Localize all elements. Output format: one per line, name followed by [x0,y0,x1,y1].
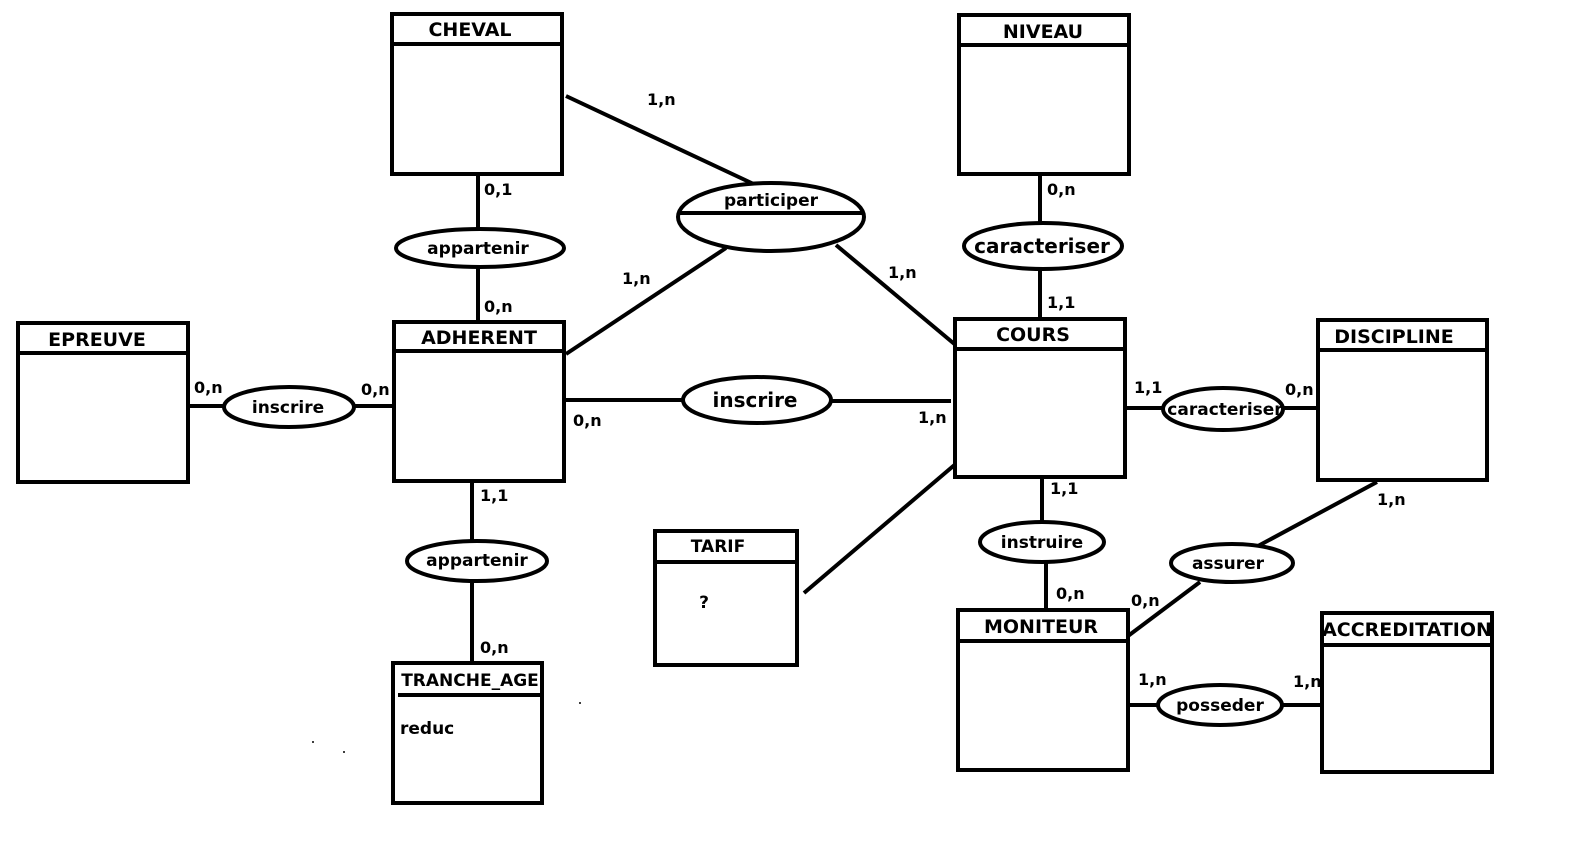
entity-box [16,321,190,484]
relation-inscrire-cours: inscrire [681,375,833,425]
cardinality-cours-participer: 1,n [888,263,917,282]
entity-title: TRANCHE_AGE [401,671,539,691]
relation-label: assurer [1192,554,1265,574]
cardinality-adherent-appartenir-tranche: 1,1 [480,486,508,505]
relation-participer: participer [676,181,866,253]
cardinality-moniteur-posseder: 1,n [1138,670,1167,689]
entity-title: ADHERENT [421,327,537,349]
cardinality-cheval-appartenir: 0,1 [484,180,512,199]
relation-ellipse [1161,386,1285,432]
entity-box [391,661,544,805]
entity-cheval: CHEVAL [390,12,564,176]
relation-label: appartenir [427,239,529,259]
relation-label: participer [724,191,819,211]
entity-adherent: ADHERENT [392,320,566,483]
relation-appartenir-cheval: appartenir [394,227,566,269]
entity-title: EPREUVE [48,329,146,351]
link-cheval-participer [565,94,761,189]
link-discipline-assurer [1257,480,1378,548]
cardinality-moniteur-instruire: 0,n [1056,584,1085,603]
link-cours-participer [834,243,960,349]
cardinality-discipline-caracteriser: 0,n [1285,380,1314,399]
link-moniteur-assurer [1126,580,1202,638]
entity-title: MONITEUR [984,616,1098,638]
link-adherent-participer [564,246,728,356]
entity-box [956,608,1130,772]
relation-ellipse [978,520,1106,564]
relation-label: caracteriser [974,234,1110,258]
entity-accreditation: ACCREDITATION [1320,611,1494,774]
relation-ellipse [962,221,1124,271]
relation-caracteriser-discipline: caracteriser [1161,386,1285,432]
link-tarif-cours [802,460,960,595]
cardinality-cours-caracteriser-discipline: 1,1 [1134,378,1162,397]
entity-title: CHEVAL [428,19,511,41]
relation-posseder: posseder [1156,683,1284,727]
entity-title: ACCREDITATION [1322,619,1492,641]
entity-box [392,320,566,483]
relation-label: inscrire [713,388,798,412]
cardinality-adherent-inscrire-cours: 0,n [573,411,602,430]
cardinality-cours-inscrire: 1,n [918,408,947,427]
cardinality-epreuve-inscrire: 0,n [194,378,223,397]
cardinality-cours-caracteriser-niveau: 1,1 [1047,293,1075,312]
entity-discipline: DISCIPLINE [1316,318,1489,482]
entity-cours: COURS [953,317,1127,479]
cardinality-cours-instruire: 1,1 [1050,479,1078,498]
relation-assurer: assurer [1169,542,1295,584]
cardinality-niveau-caracteriser: 0,n [1047,180,1076,199]
relation-instruire: instruire [978,520,1106,564]
entity-tarif: TARIF ? [653,529,799,667]
relation-ellipse [676,181,866,253]
entity-box [1316,318,1489,482]
relation-ellipse [1156,683,1284,727]
stray-dot [312,741,314,743]
cardinality-adherent-appartenir: 0,n [484,297,513,316]
entity-tranche-age: TRANCHE_AGE reduc [391,661,544,805]
relation-inscrire-epreuve: inscrire [222,385,356,429]
entity-box [390,12,564,176]
cardinality-adherent-participer: 1,n [622,269,651,288]
stray-dot [343,751,345,753]
relation-appartenir-tranche: appartenir [405,539,549,583]
entity-attribute: reduc [400,719,454,739]
entity-box [953,317,1127,479]
entity-box [653,529,799,667]
entity-title: DISCIPLINE [1334,326,1454,348]
entity-box [957,13,1131,176]
entity-attribute: ? [699,593,709,613]
relation-label: appartenir [426,551,528,571]
cardinality-discipline-assurer: 1,n [1377,490,1406,509]
relation-ellipse [394,227,566,269]
cardinality-labels: 1,n 1,n 1,n 0,1 0,n 0,n 1,1 0,n 0,n 0,n … [194,90,1406,691]
stray-dot [579,702,581,704]
relation-caracteriser-niveau: caracteriser [962,221,1124,271]
relation-ellipse [1169,542,1295,584]
entity-title: COURS [996,324,1070,346]
entity-title: NIVEAU [1003,21,1083,43]
cardinality-cheval-participer: 1,n [647,90,676,109]
cardinality-adherent-inscrire-epreuve: 0,n [361,380,390,399]
entity-box [1320,611,1494,774]
cardinality-accreditation-posseder: 1,n [1293,672,1322,691]
connection-lines [190,94,1378,707]
relation-label: posseder [1176,696,1264,716]
relation-label: inscrire [252,398,324,418]
relation-label: caracteriser [1167,400,1283,420]
entity-niveau: NIVEAU [957,13,1131,176]
entity-moniteur: MONITEUR [956,608,1130,772]
relation-ellipse [681,375,833,425]
entity-title: TARIF [691,537,745,557]
relation-ellipse [405,539,549,583]
cardinality-moniteur-assurer: 0,n [1131,591,1160,610]
cardinality-tranche-appartenir: 0,n [480,638,509,657]
entity-epreuve: EPREUVE [16,321,190,484]
stray-marks [312,702,581,753]
relation-label: instruire [1001,533,1083,553]
relation-ellipse [222,385,356,429]
